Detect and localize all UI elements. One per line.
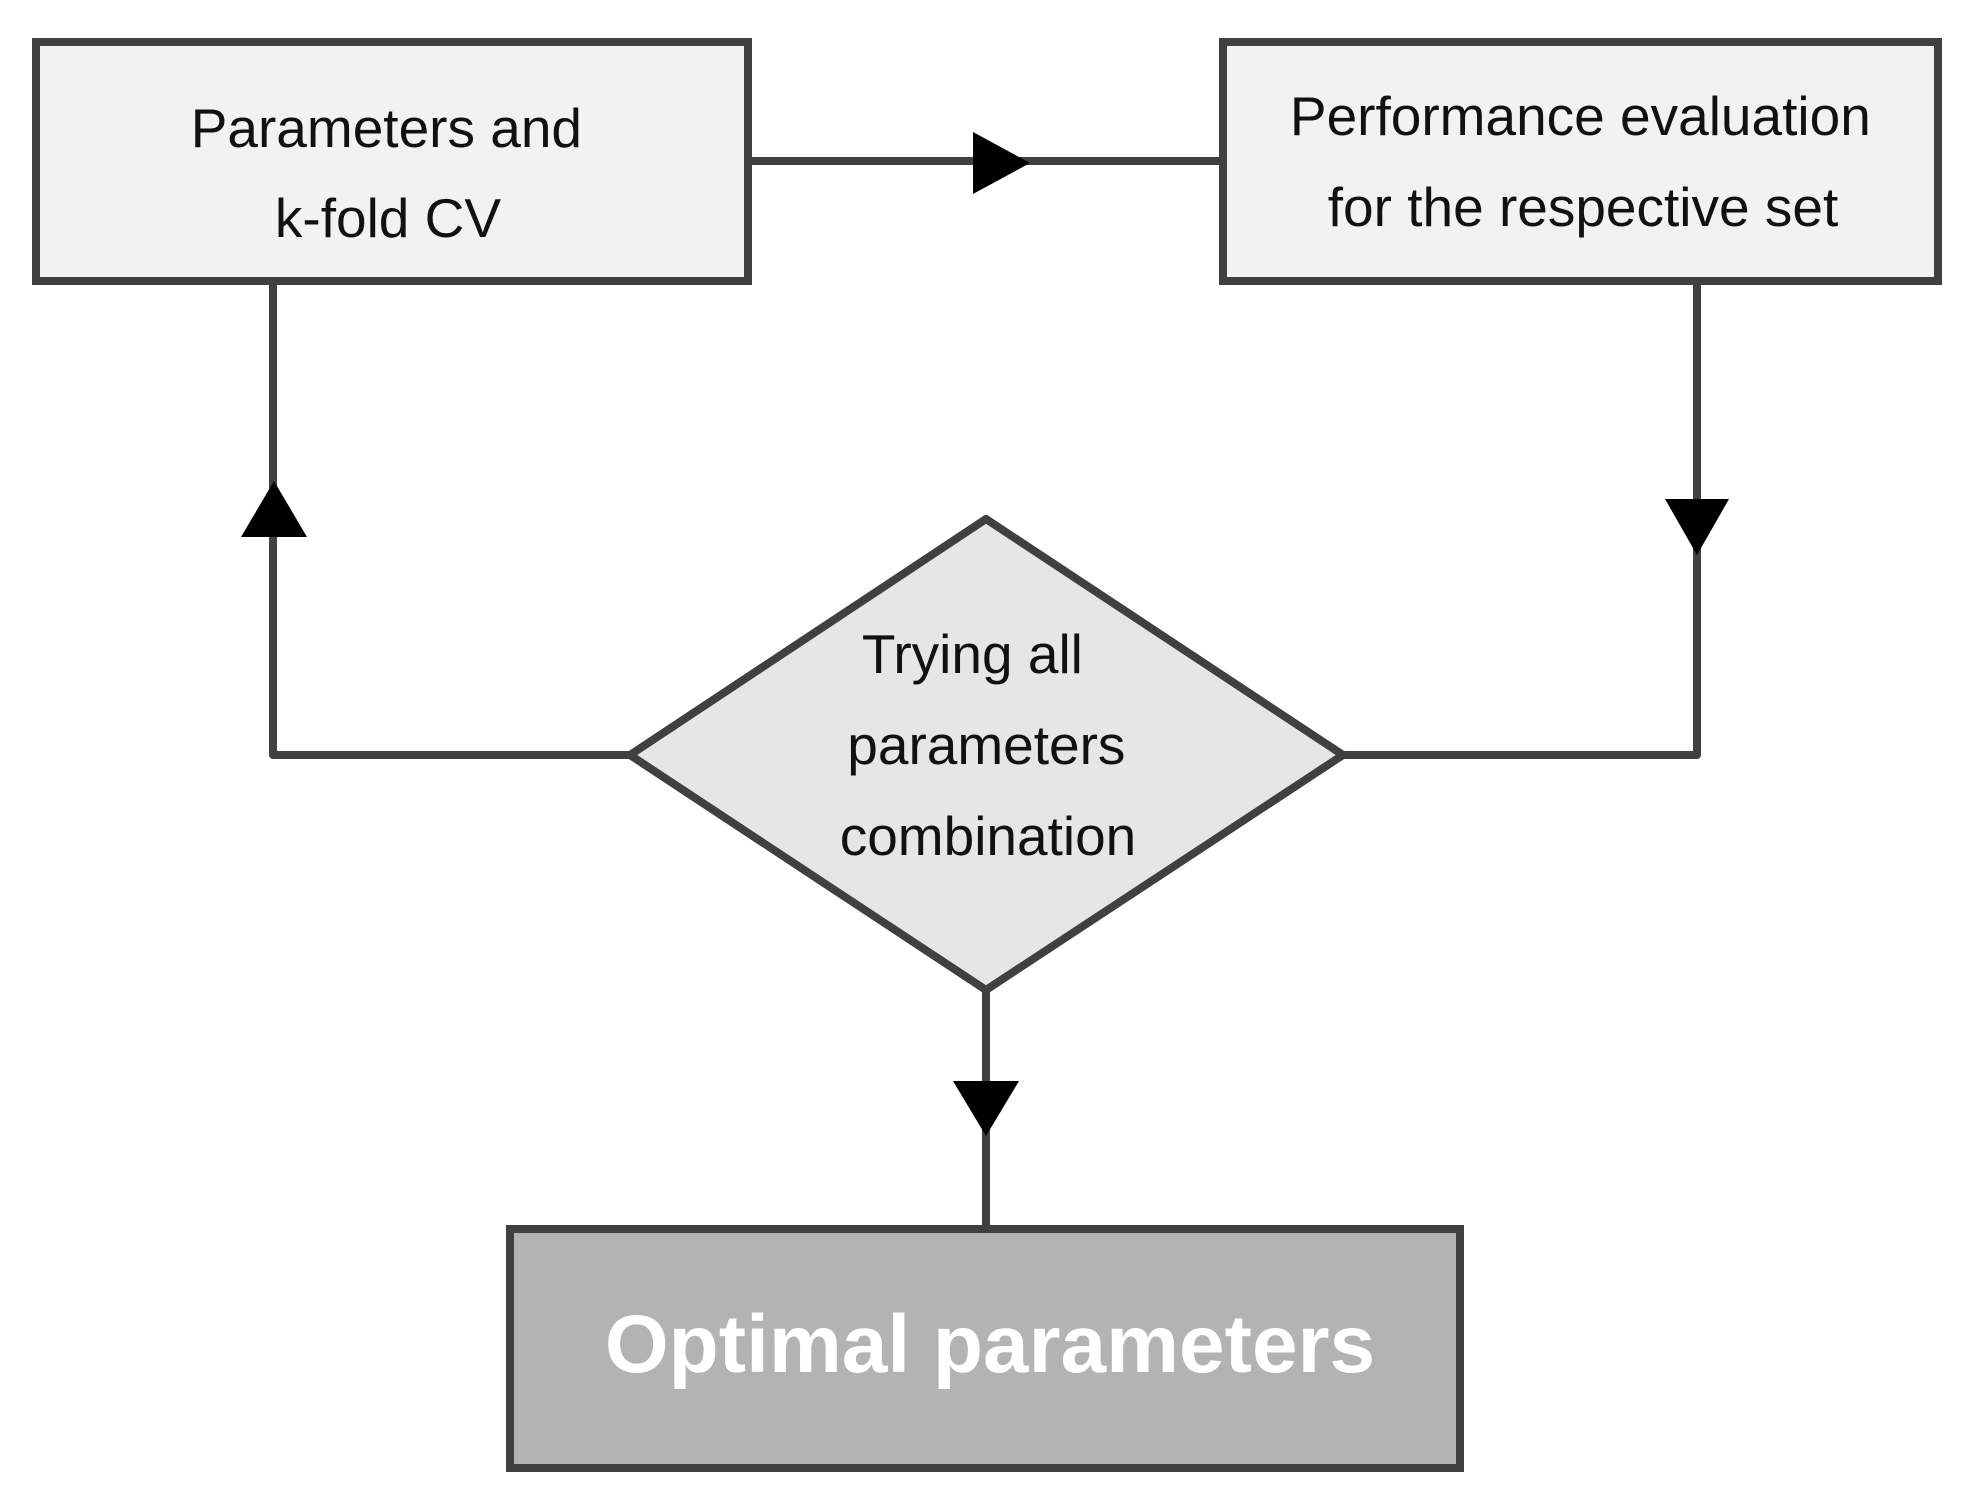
node-parameters-kfold-box — [32, 38, 752, 285]
svg-text:Parameters and k-fold CV: Parameters and k-fold CV — [191, 97, 598, 249]
arrow-right-icon — [973, 132, 1030, 194]
node-optimal-parameters-label: Optimal parameters — [605, 1299, 1375, 1390]
arrow-down-icon — [1665, 499, 1729, 555]
node-performance-evaluation: Performance evaluation for the respectiv… — [1219, 38, 1942, 285]
node-parameters-kfold-line-1: Parameters and — [191, 97, 582, 159]
svg-text:Performance evaluation f: Performance evaluation for the respectiv… — [1290, 85, 1886, 238]
node-decision-line-1: Trying all — [862, 623, 1083, 685]
connector-performance-to-decision — [1339, 277, 1701, 759]
arrowheads — [241, 132, 1729, 1136]
node-decision-line-3: combination — [840, 805, 1137, 867]
node-performance-evaluation-box — [1219, 38, 1942, 285]
node-decision-diamond: Trying all parameters combination — [626, 515, 1347, 994]
node-optimal-parameters: Optimal parameters — [506, 1225, 1464, 1472]
arrow-up-icon — [241, 481, 307, 537]
node-decision-line-2: parameters — [847, 714, 1125, 776]
connector-decision-to-params — [269, 277, 634, 759]
node-optimal-parameters-box — [506, 1225, 1464, 1472]
svg-text:Trying all parameters: Trying all parameters combination — [840, 623, 1141, 867]
node-performance-evaluation-line-2: for the respective set — [1328, 176, 1839, 238]
node-parameters-kfold-line-2: k-fold CV — [275, 187, 501, 249]
node-decision-diamond-shape — [626, 515, 1347, 994]
node-performance-evaluation-line-1: Performance evaluation — [1290, 85, 1871, 147]
arrow-down-icon — [953, 1081, 1019, 1136]
node-parameters-kfold: Parameters and k-fold CV — [32, 38, 752, 285]
